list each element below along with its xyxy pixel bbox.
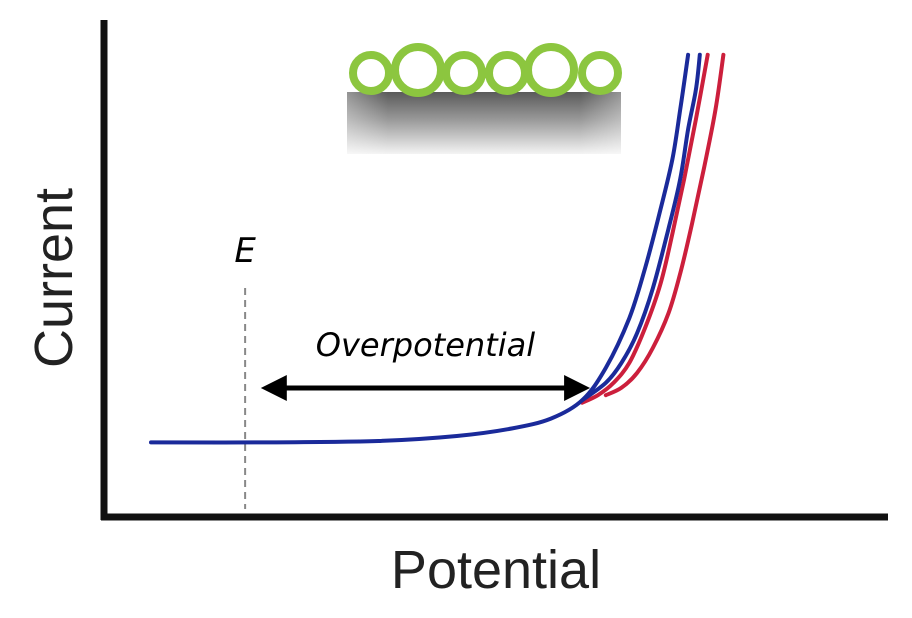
axes [100, 20, 888, 521]
overpotential-label: Overpotential [316, 326, 535, 364]
arrowhead-right-icon [564, 375, 591, 401]
overpotential-arrow [260, 375, 591, 401]
electrode-substrate-shine [347, 92, 621, 154]
electrode-with-particles-icon [347, 43, 622, 154]
y-axis-label: Current [24, 188, 84, 368]
series-line-2 [580, 52, 702, 403]
series-line-4 [603, 52, 726, 398]
particle-5 [524, 43, 578, 97]
arrowhead-left-icon [260, 375, 287, 401]
equilibrium-potential-label: E [234, 231, 256, 271]
particle-3 [442, 51, 486, 95]
x-axis-label: Potential [391, 540, 601, 600]
particle-row [349, 43, 622, 97]
particle-2 [391, 43, 445, 97]
current-potential-curves [149, 52, 726, 445]
particle-1 [349, 51, 393, 95]
series-line-3 [580, 52, 710, 405]
particle-4 [485, 51, 529, 95]
particle-6 [578, 51, 622, 95]
